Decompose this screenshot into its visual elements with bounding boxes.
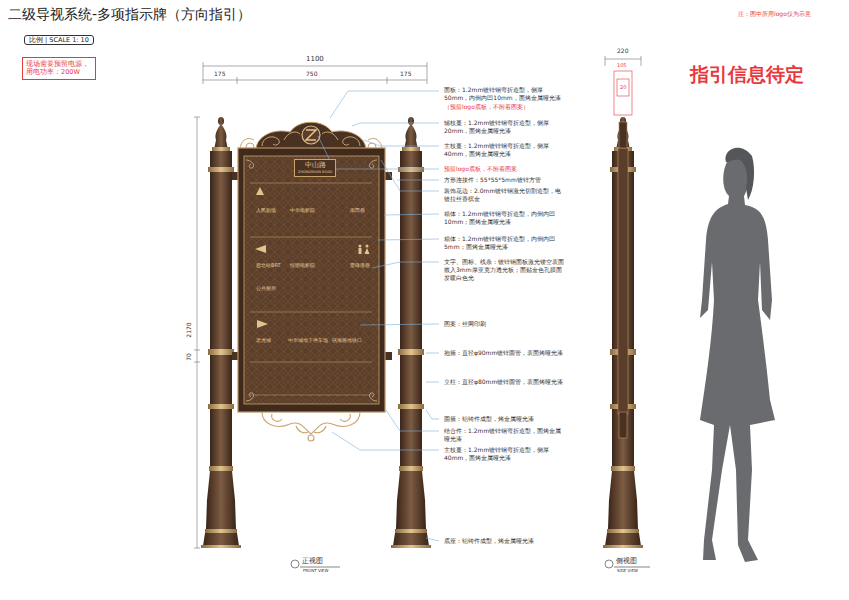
box-text: 比例 | SCALE 1: 10 [29, 36, 89, 44]
callout-text: 文字、图标、线条：镀锌钢面板激光镂空表面嵌入3mm厚亚克力透光板；面贴金色孔膜面… [444, 258, 564, 282]
view-title: 正视图 [302, 557, 323, 566]
callout-text: 装饰花边：2.0mm镀锌钢激光切割造型，电镀拉丝香槟金 [444, 187, 564, 203]
view-title: 侧视图 [616, 557, 637, 566]
page-title: 二级导视系统-多项指示牌（方向指引） [8, 5, 251, 24]
dimension: 750 [306, 70, 317, 78]
callout-text: 圆箍：铝铸件成型，烤金属哑光漆 [444, 415, 564, 423]
destination-text: 中华城地下停车场 [288, 337, 328, 344]
callout-text: 主枝蔓：1.2mm镀锌钢弯折造型，侧厚40mm，面烤金属哑光漆 [444, 142, 564, 158]
destination-text: 镇海路地铁口 [332, 337, 362, 344]
destination-text: 思北站BRT [256, 262, 281, 269]
box-text: 中山路 [298, 161, 332, 170]
callout-text: 结合件：1.2mm镀锌钢弯折造型，面烤金属哑光漆 [444, 427, 564, 443]
callout-text: 箱体：1.2mm镀锌钢弯折造型，内倒内凹10mm；面烤金属哑光漆 [444, 210, 564, 226]
dimension: 175 [214, 70, 225, 78]
destination-text: 雷锋港巷 [350, 262, 370, 269]
box-subtext: ZHONGSHAN ROAD [298, 170, 332, 175]
box-text: 现场需要预留电源，用电功率：200W [26, 60, 92, 77]
note: 注：图中所用logo仅为示意 [738, 10, 811, 18]
callout-text: 立柱：直径φ80mm镀锌圆管，表面烤哑光漆 [444, 378, 564, 386]
sign-header-box: 中山路ZHONGSHAN ROAD [294, 159, 336, 177]
view-subtitle: SIDE VIEW [617, 568, 638, 573]
destination-text: 南田巷 [350, 207, 365, 214]
callout-text: 预留logo底板，不附着图案 [444, 165, 564, 173]
power-note-box: 现场需要预留电源，用电功率：200W [22, 57, 96, 80]
dimension: 105 [617, 62, 627, 69]
callout-text: 抱箍：直径φ90mm镀锌圆管，表面烤哑光漆 [444, 349, 564, 357]
destination-text: 人民剧场 [256, 207, 276, 214]
callout-text: 图案：丝网印刷 [444, 320, 564, 328]
destination-text: 恒明电影院 [290, 262, 315, 269]
dimension: 2170 [185, 321, 193, 338]
callout-text: 面板：1.2mm镀锌钢弯折造型，侧厚50mm，内倒内凹10mm，面烤金属哑光漆 [444, 86, 564, 102]
pending-note: 指引信息待定 [690, 62, 804, 88]
scale-box: 比例 | SCALE 1: 10 [24, 35, 94, 45]
dimension: 220 [617, 47, 628, 55]
destination-text: 老虎城 [256, 337, 271, 344]
callout-text: 箱体：1.2mm镀锌钢弯折造型，内倒内凹5mm；面烤金属哑光漆 [444, 235, 564, 251]
callout-text: 底座：铝铸件成型，烤金属哑光漆 [444, 537, 564, 545]
destination-text: 中华电影院 [290, 207, 315, 214]
destination-text: 公共厕所 [256, 285, 276, 292]
dimension: 1100 [306, 55, 324, 64]
dimension: 70 [185, 352, 193, 362]
callout-text: 辅枝蔓：1.2mm镀锌钢弯折造型，侧厚20mm，面烤金属哑光漆 [444, 119, 564, 135]
callout-text: 方形连接件：55*55*5mm镀锌方管 [444, 176, 564, 184]
view-subtitle: FRONT VIEW [303, 568, 328, 573]
dimension: 175 [400, 70, 411, 78]
callout-text: 主枝蔓：1.2mm镀锌钢弯折造型，侧厚40mm，面烤金属哑光漆 [444, 446, 564, 462]
callout-text: （预留logo底板，不附着图案） [444, 103, 564, 111]
dimension: 20 [620, 84, 626, 91]
